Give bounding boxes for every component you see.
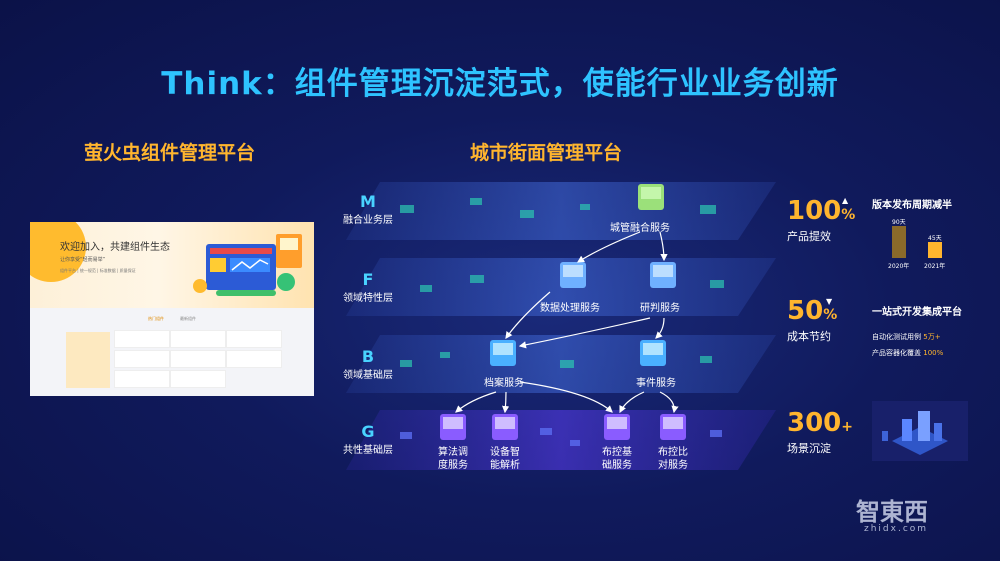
hero-banner: 欢迎加入，共建组件生态 让你享受“轻而易举” 组件平台 | 统一规范 | 标准数… xyxy=(30,222,314,308)
service-deploy: 布控基础服务 xyxy=(602,447,632,471)
cube-fusion xyxy=(638,184,664,210)
arrow-event-deploy xyxy=(619,391,645,414)
firefly-heading: 萤火虫组件管理平台 xyxy=(84,142,256,164)
release-bar-label: 45天 xyxy=(928,235,942,242)
plane-g xyxy=(346,410,776,470)
down-arrow-icon: ▼ xyxy=(826,297,833,306)
component-card[interactable] xyxy=(114,330,170,348)
component-card[interactable] xyxy=(170,370,226,388)
page-title: Think：组件管理沉淀范式，使能行业业务创新 xyxy=(161,66,839,102)
release-year-label: 2020年 xyxy=(888,263,910,270)
release-bar-label: 90天 xyxy=(892,219,906,226)
component-card[interactable] xyxy=(170,330,226,348)
cube-event xyxy=(640,340,666,366)
service-compare: 布控比对服务 xyxy=(658,447,688,471)
integration-line-1: 自动化测试用例 5万+ xyxy=(872,333,941,341)
component-card[interactable] xyxy=(114,370,170,388)
arrow-judge-event xyxy=(655,317,665,339)
hero-subtitle: 让你享受“轻而易举” xyxy=(60,257,106,263)
up-arrow-icon: ▲ xyxy=(842,196,849,205)
cube-judge xyxy=(650,262,676,288)
cube-algo xyxy=(440,414,466,440)
release-heading: 版本发布周期减半 xyxy=(872,200,952,211)
firefly-screenshot: 欢迎加入，共建组件生态 让你享受“轻而易举” 组件平台 | 统一规范 | 标准数… xyxy=(30,222,314,396)
service-data: 数据处理服务 xyxy=(540,303,600,314)
service-judge: 研判服务 xyxy=(640,303,680,314)
city-heading: 城市街面管理平台 xyxy=(470,142,623,164)
service-fusion: 城管融合服务 xyxy=(610,223,670,234)
service-algo: 算法调度服务 xyxy=(438,447,468,471)
cube-compare xyxy=(660,414,686,440)
stat-cost: 50% 成本节约 xyxy=(787,296,838,343)
service-event: 事件服务 xyxy=(636,378,676,389)
cube-deploy xyxy=(604,414,630,440)
stat-efficiency: 100% 产品提效 xyxy=(787,196,856,243)
hero-links: 组件平台 | 统一规范 | 标准数据 | 质量保证 xyxy=(60,268,136,273)
component-card[interactable] xyxy=(226,330,282,348)
arrow-archive-device xyxy=(502,391,510,414)
hero-illustration xyxy=(193,234,302,296)
service-archive: 档案服务 xyxy=(484,378,524,389)
release-bar xyxy=(892,226,906,258)
tab-hot[interactable]: 热门组件 xyxy=(148,316,164,321)
hero-title: 欢迎加入，共建组件生态 xyxy=(60,242,170,253)
component-card[interactable] xyxy=(114,350,170,368)
component-card[interactable] xyxy=(170,350,226,368)
brand-logo: 智東西 xyxy=(856,498,928,526)
release-bar xyxy=(928,242,942,258)
scenes-illustration xyxy=(872,401,968,461)
component-card[interactable] xyxy=(226,350,282,368)
arrow-archive-deploy xyxy=(519,381,613,413)
plane-m xyxy=(346,182,776,240)
arrow-event-compare xyxy=(659,391,679,414)
service-device: 设备智能解析 xyxy=(490,447,520,471)
featured-card[interactable] xyxy=(66,332,110,388)
integration-heading: 一站式开发集成平台 xyxy=(872,307,962,318)
arrow-archive-algo xyxy=(455,391,497,413)
integration-line-2: 产品容器化覆盖 100% xyxy=(872,349,944,357)
release-bar-chart: 90天 2020年 45天 2021年 xyxy=(872,214,968,272)
release-year-label: 2021年 xyxy=(924,263,946,270)
stat-scenes: 300+ 场景沉淀 xyxy=(787,408,854,455)
tab-new[interactable]: 最新组件 xyxy=(180,316,196,321)
arrow-fusion-data xyxy=(576,231,641,263)
cube-archive xyxy=(490,340,516,366)
arrow-judge-archive xyxy=(518,317,651,349)
brand-watermark: 智東西 zhidx.com xyxy=(856,492,976,538)
brand-url: zhidx.com xyxy=(864,524,929,534)
cube-device xyxy=(492,414,518,440)
arrow-data-archive xyxy=(505,291,551,339)
cube-data xyxy=(560,262,586,288)
arrow-fusion-judge xyxy=(659,231,668,262)
